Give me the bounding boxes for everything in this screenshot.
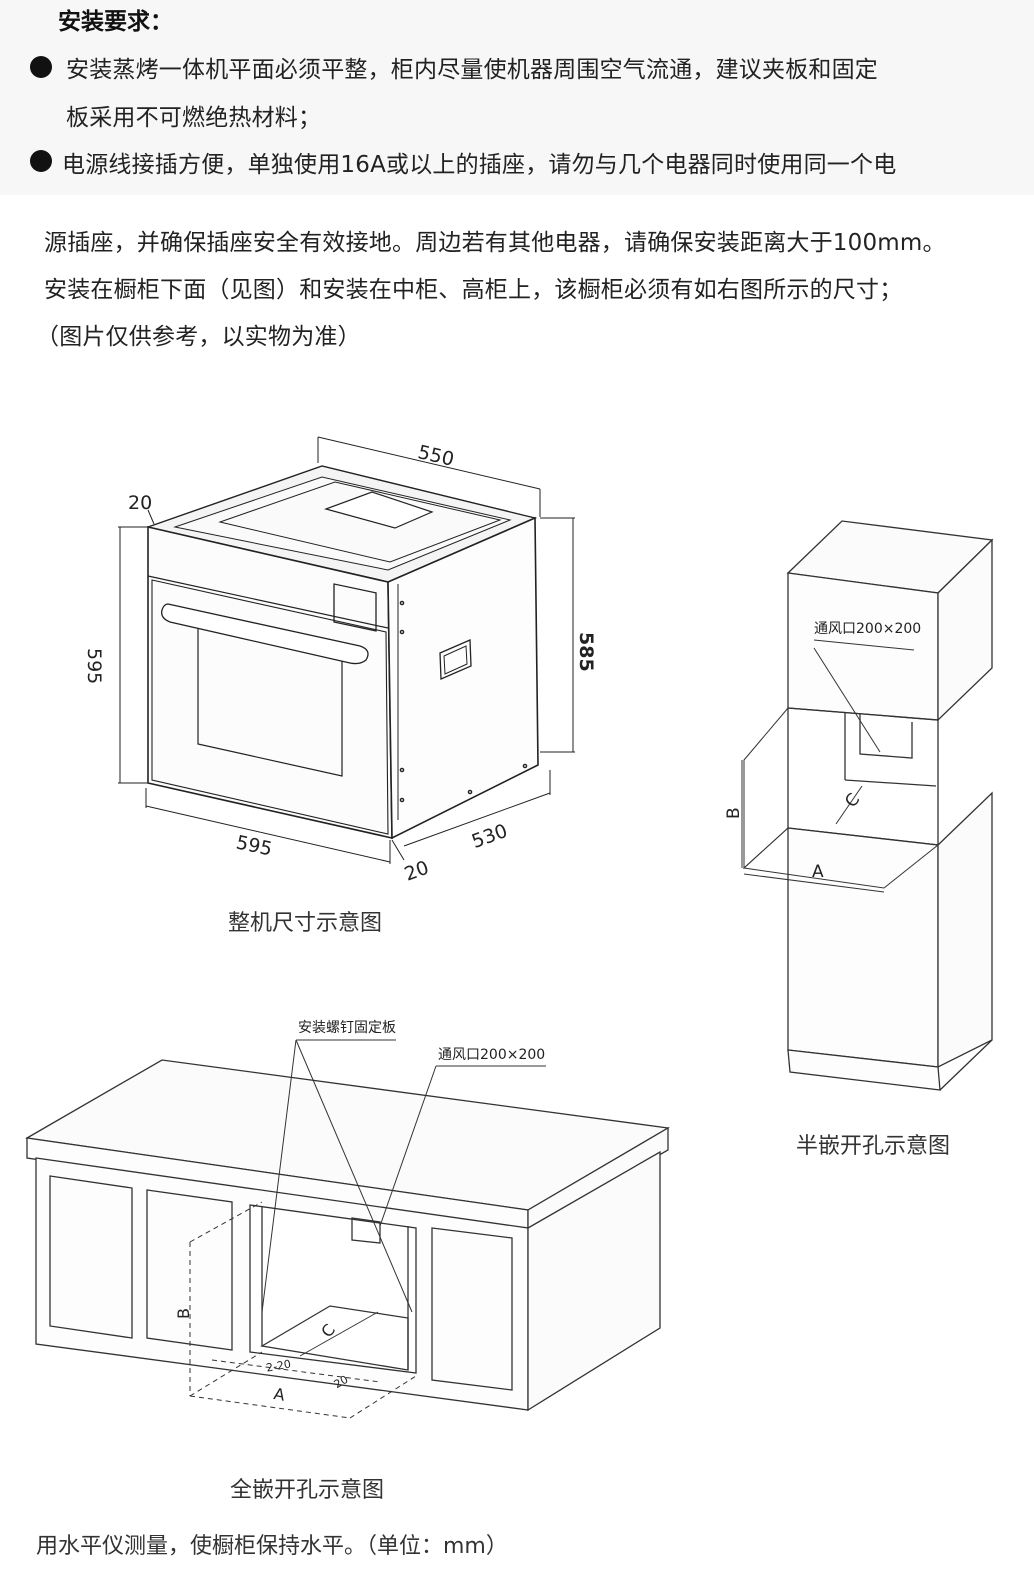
bullet-2-line-1: 电源线接插方便，单独使用16A或以上的插座，请勿与几个电器同时使用同一个电 (62, 152, 897, 178)
full-vent-label: 通风口200×200 (438, 1047, 545, 1063)
half-label-a: A (812, 862, 824, 882)
bullet-2-line-4: （图片仅供参考，以实物为准） (36, 324, 361, 350)
full-embed-diagram (25, 1039, 670, 1419)
dim-bottom-offset: 20 (402, 857, 432, 886)
half-vent-label: 通风口200×200 (814, 621, 921, 637)
full-gap-label-2: 20 (332, 1373, 351, 1391)
half-label-b: B (724, 807, 744, 819)
dim-top-offset: 20 (128, 492, 152, 514)
dim-width-front: 595 (234, 831, 274, 860)
machine-dimension-diagram (118, 436, 575, 864)
bullet-1-line-1: 安装蒸烤一体机平面必须平整，柜内尽量使机器周围空气流通，建议夹板和固定 (66, 57, 878, 83)
half-diagram-caption: 半嵌开孔示意图 (796, 1134, 951, 1159)
dimension-lines (118, 436, 575, 864)
dim-depth-bottom: 530 (469, 820, 511, 853)
dim-height-right: 585 (575, 632, 597, 672)
dim-depth-top: 550 (416, 441, 456, 471)
full-gap-label-1: 2-20 (265, 1357, 292, 1374)
half-embed-diagram (741, 520, 994, 1091)
machine-diagram-caption: 整机尺寸示意图 (228, 911, 383, 936)
bullet-icon (30, 56, 52, 78)
full-label-a: A (272, 1384, 286, 1405)
dim-height-left: 595 (83, 648, 105, 684)
section-heading: 安装要求： (58, 9, 173, 35)
half-label-c: C (841, 790, 864, 812)
bullet-2-line-3: 安装在橱柜下面（见图）和安装在中柜、高柜上，该橱柜必须有如右图所示的尺寸； (44, 277, 903, 303)
footer-note: 用水平仪测量，使橱柜保持水平。（单位：mm） (36, 1534, 508, 1559)
full-diagram-caption: 全嵌开孔示意图 (230, 1478, 385, 1503)
bullet-1-line-2: 板采用不可燃绝热材料； (66, 105, 322, 131)
full-label-b: B (174, 1308, 193, 1319)
full-screw-label: 安装螺钉固定板 (298, 1020, 396, 1036)
bullet-icon (30, 150, 52, 172)
bullet-2-line-2: 源插座，并确保插座安全有效接地。周边若有其他电器，请确保安装距离大于100mm。 (44, 230, 946, 256)
header-band (0, 0, 1034, 195)
